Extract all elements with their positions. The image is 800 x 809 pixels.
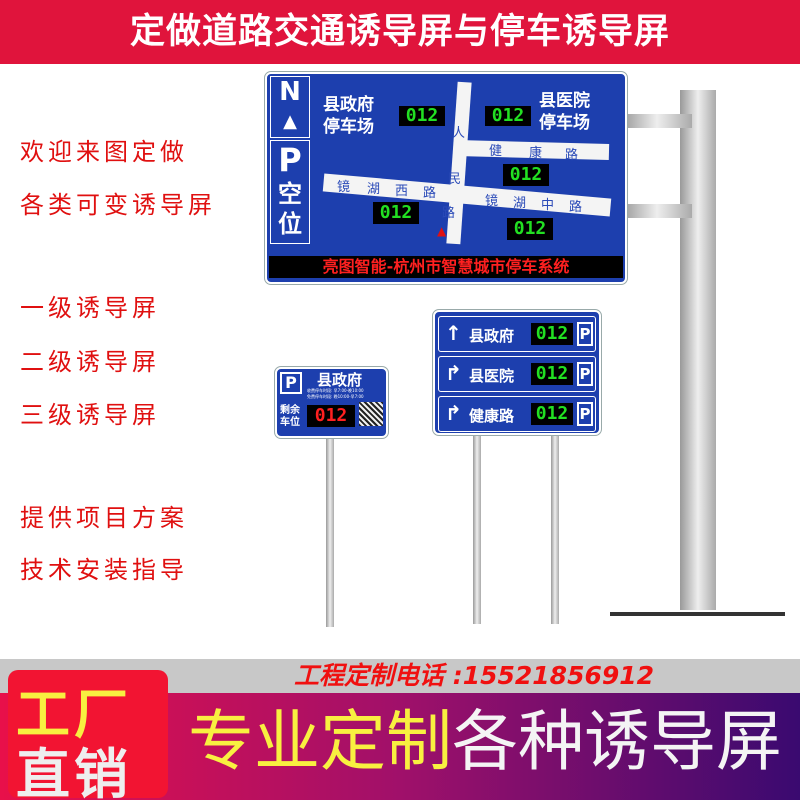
arrow-up-icon: ↑ [445,321,462,345]
left-text: 提供项目方案 [20,504,188,532]
slogan-part-a: 专业定制 [188,703,452,780]
led-count: 012 [503,164,549,186]
slogan-part-b: 各种诱导屏 [452,703,782,780]
road-label: 路 [423,186,437,201]
badge-line-2: 直销 [16,743,132,806]
parking-icon: P [577,402,593,426]
road-label: 路 [569,200,583,215]
remaining-label: 剩余 [280,405,300,416]
arrow-turn-right-icon: ↱ [445,361,462,385]
factory-direct-badge: 工厂 直销 [8,670,168,806]
left-text: 欢迎来图定做 [20,138,188,166]
sign-post [551,434,559,624]
led-count: 012 [485,106,531,126]
led-count: 012 [507,218,553,240]
led-count: 012 [531,323,573,345]
road-label: 人 [452,126,466,141]
qr-code [359,402,383,426]
left-text: 二级诱导屏 [20,348,160,376]
arrow-turn-right-icon: ↱ [445,401,462,425]
tertiary-guidance-sign: P 县政府 收费停车时段: 早7:00-晚10:00 免费停车时段: 晚10:0… [274,366,389,439]
lot-name: 县政府 [317,371,363,389]
left-text: 技术安装指导 [20,556,188,584]
fee-hours: 收费停车时段: 早7:00-晚10:00 [307,388,364,393]
lot-name: 县政府 [323,95,374,115]
sign-row: ↑ 县政府 012 P [438,316,596,352]
destination-name: 健康路 [469,407,515,425]
road-label: 路 [565,148,579,163]
parking-icon: P [577,322,593,346]
sign-post [326,437,334,627]
page-title: 定做道路交通诱导屏与停车诱导屏 [0,0,800,64]
lot-name: 停车场 [539,113,590,133]
gantry-arm [622,204,692,218]
parking-icon: P [280,372,302,394]
phone-number: 工程定制电话 :15521856912 [294,661,655,690]
lot-name: 停车场 [323,117,374,137]
road-label: 民 [448,172,462,187]
ground-line [610,612,785,616]
led-count: 012 [373,202,419,224]
current-location-icon: ▲ [437,224,447,238]
road-label: 健 [489,144,503,159]
gantry-pole [680,90,716,610]
led-count: 012 [307,405,355,427]
road-label: 中 [541,198,555,213]
left-text: 一级诱导屏 [20,294,160,322]
led-ticker: 亮图智能-杭州市智慧城市停车系统 [269,256,623,278]
vacancy-label: 空位 [278,180,302,238]
road-label: 湖 [513,196,527,211]
free-hours: 免费停车时段: 晚10:00-早7:00 [307,394,364,399]
road-label: 路 [442,206,456,221]
slogan: 专业定制各种诱导屏 [188,702,782,782]
sign-post [473,434,481,624]
parking-letter: P [278,141,302,179]
led-count: 012 [399,106,445,126]
big-guidance-sign: N ▲ P 空位 人 民 路 健 康 路 镜 湖 西 路 镜 湖 中 路 ▲ 县… [264,71,628,285]
road-label: 镜 [337,180,351,195]
sign-row: ↱ 健康路 012 P [438,396,596,432]
led-count: 012 [531,363,573,385]
road-label: 湖 [367,182,381,197]
road-label: 镜 [485,194,499,209]
left-text: 三级诱导屏 [20,401,160,429]
parking-icon: P [577,362,593,386]
north-label: N [279,77,301,107]
road-label: 西 [395,184,409,199]
lot-name: 县医院 [539,91,590,111]
sign-row: ↱ 县医院 012 P [438,356,596,392]
destination-name: 县政府 [469,327,515,345]
spaces-label: 车位 [280,417,300,428]
destination-name: 县医院 [469,367,515,385]
badge-line-1: 工厂 [16,683,132,746]
led-count: 012 [531,403,573,425]
left-text: 各类可变诱导屏 [20,191,216,219]
gantry-arm [622,114,692,128]
north-arrow-icon: ▲ [283,111,297,132]
road-label: 康 [529,146,543,161]
secondary-guidance-sign: ↑ 县政府 012 P↱ 县医院 012 P↱ 健康路 012 P [432,309,602,436]
